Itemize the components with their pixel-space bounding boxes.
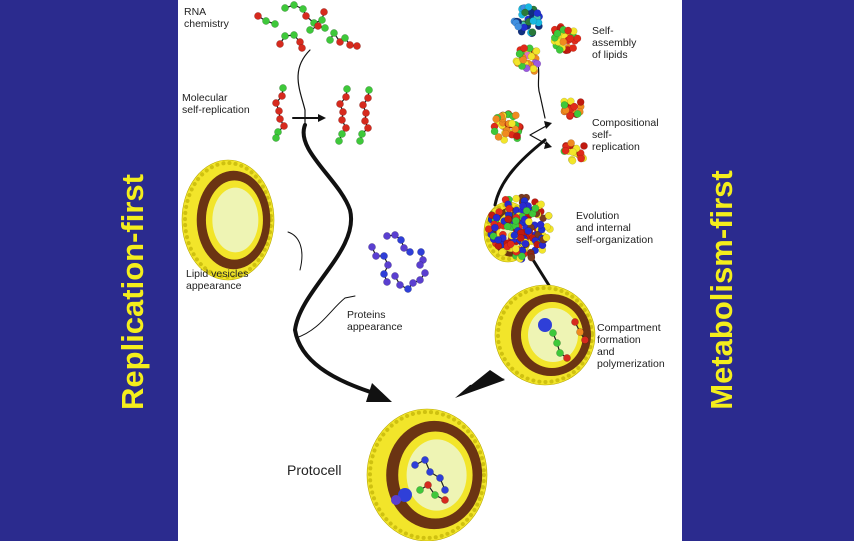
lipid-cluster-mixed (512, 44, 542, 75)
label-protocell: Protocell (287, 462, 342, 478)
label-proteins: Proteins appearance (347, 309, 403, 333)
protein-chains (368, 231, 429, 293)
right-panel: Metabolism-first (682, 0, 854, 541)
lipid-cluster-child-1 (560, 97, 585, 120)
label-compartment: Compartment formation and polymerization (597, 322, 665, 370)
protocell-vesicle (366, 408, 488, 541)
replicating-rna (272, 84, 373, 145)
label-self-assembly: Self- assembly of lipids (592, 25, 637, 61)
rna-molecules (254, 1, 361, 52)
label-compositional: Compositional self- replication (592, 117, 659, 153)
lipid-cluster-child-2 (560, 139, 588, 165)
lipid-vesicle (181, 159, 275, 281)
lipid-cluster-parent (490, 110, 524, 144)
label-molecular-self-replication: Molecular self-replication (182, 92, 250, 116)
label-rna-chemistry: RNA chemistry (184, 6, 229, 30)
evolution-aggregate (484, 193, 554, 263)
lipid-cluster-warm (550, 23, 582, 55)
label-evolution: Evolution and internal self-organization (576, 210, 654, 246)
lipid-cluster-blue (510, 3, 543, 38)
pathway-arrows (287, 49, 557, 402)
compartment-vesicle (494, 284, 596, 386)
label-lipid-vesicles: Lipid vesicles appearance (186, 268, 249, 292)
left-panel: Replication-first (0, 0, 178, 541)
